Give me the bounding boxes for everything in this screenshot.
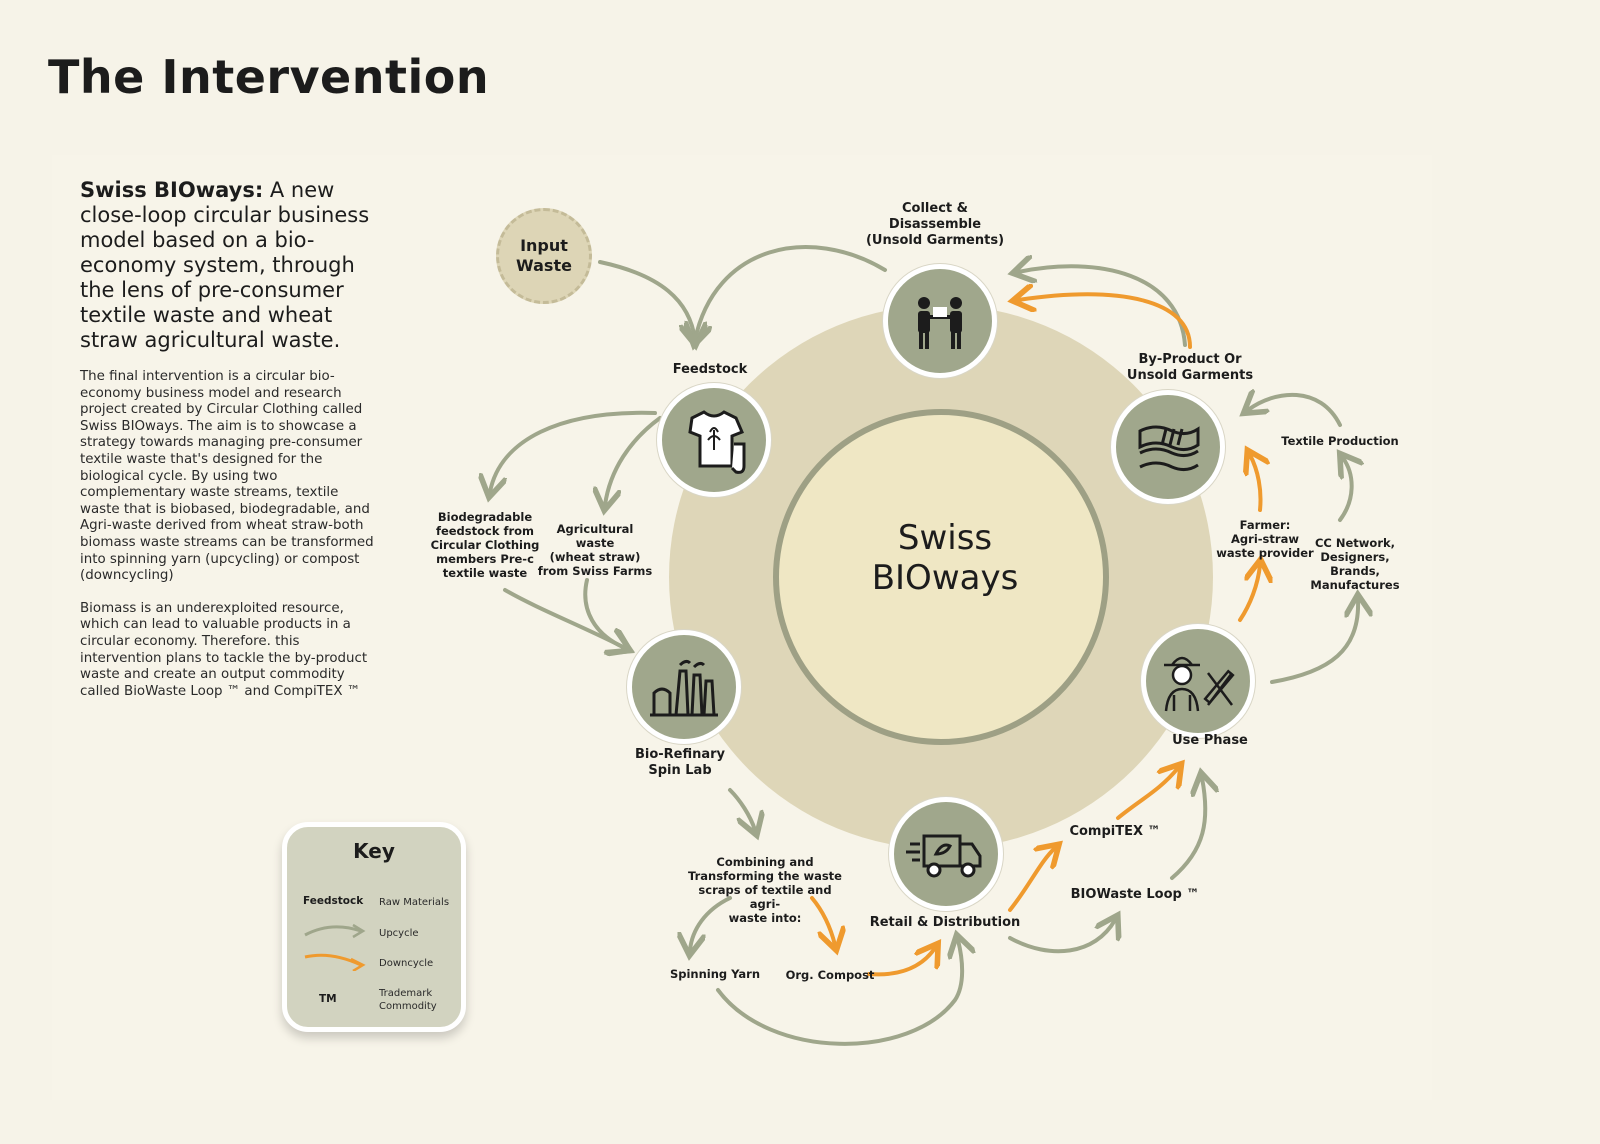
arrow-farmer-to-byproduct [1250,455,1261,512]
label-biorefinery: Bio-Refinary Spin Lab [634,747,726,778]
arrow-retail-to-biowaste [1008,920,1115,954]
arrow-combining-to-yarn [690,896,732,950]
legend-key: Key Feedstock Raw Materials Upcycle Down… [282,822,466,1032]
key-title: Key [353,839,395,863]
arrow-byproduct-to-collect-down [1018,294,1192,349]
arrow-textile-to-byproduct [1248,395,1342,427]
label-feedstock: Feedstock [672,362,748,377]
arrow-agricultural-to-biorefinery [583,578,625,648]
label-biowaste-loop: BIOWaste Loop ™ [1070,887,1200,902]
arrow-yarn-to-retail [716,940,962,1046]
label-textile-production: Textile Production [1281,434,1399,448]
label-compitex: CompiTEX ™ [1069,824,1161,839]
fabric-wheat-icon [1138,425,1200,472]
key-downcycle-arrow [304,953,366,971]
center-label: Swiss BIOways [871,518,1019,598]
intro-text: Swiss BIOways: A new close-loop circular… [80,178,380,716]
label-farmer: Farmer: Agri-straw waste provider [1216,518,1314,560]
arrow-retail-to-compitex [1008,848,1055,912]
arrow-biowaste-to-usephase [1170,778,1205,880]
garments-icon [688,410,746,474]
arrow-collect-to-feedstock [695,245,887,340]
key-desc-upcycle: Upcycle [379,928,419,939]
node-byproduct [1111,390,1225,504]
label-spinning-yarn: Spinning Yarn [669,967,761,981]
arrow-compost-to-retail [867,948,935,977]
factory-icon [650,659,718,717]
arrow-biorefinery-to-combining [728,788,755,830]
key-term-tm: TM [319,993,337,1005]
key-term-feedstock: Feedstock [303,895,364,907]
intro-lead-title: Swiss BIOways: [80,178,264,202]
arrow-combining-to-compost [810,896,835,945]
key-desc-raw-materials: Raw Materials [379,897,450,908]
input-waste-node: Input Waste [496,208,592,304]
key-desc-trademark: Trademark Commodity [379,988,437,1012]
arrow-feedstock-to-biodegradable [490,410,657,492]
label-byproduct: By-Product Or Unsold Garments [1126,352,1254,383]
node-collect [883,264,997,378]
arrow-ccnetwork-to-textile [1340,458,1352,522]
arrow-usephase-to-farmer [1238,565,1260,622]
label-org-compost: Org. Compost [785,968,875,982]
node-use-phase [1141,624,1255,738]
node-feedstock [657,383,771,497]
key-desc-downcycle: Downcycle [379,958,434,969]
page-title: The Intervention [48,50,490,104]
intro-paragraph-1: The final intervention is a circular bio… [80,369,374,584]
node-retail [889,797,1003,911]
arrow-feedstock-to-agricultural [605,416,662,505]
label-cc-network: CC Network, Designers, Brands, Manufactu… [1310,536,1400,592]
label-biodegradable: Biodegradable feedstock from Circular Cl… [430,510,540,580]
intro-lead-body: A new close-loop circular business model… [80,178,370,352]
label-agricultural: Agricultural waste (wheat straw) from Sw… [537,522,653,578]
label-collect: Collect & Disassemble (Unsold Garments) [865,201,1005,248]
label-use-phase: Use Phase [1172,733,1248,748]
key-upcycle-arrow [304,923,366,939]
inner-ring [773,409,1109,745]
farmer-designer-icon [1164,656,1235,712]
people-exchange-icon [918,297,962,349]
label-retail: Retail & Distribution [869,915,1021,930]
arrow-usephase-to-ccnetwork [1270,600,1358,684]
delivery-truck-icon [906,834,982,878]
node-biorefinery [627,630,741,744]
label-combining: Combining and Transforming the waste scr… [688,855,842,925]
intro-paragraph-2: Biomass is an underexploited resource, w… [80,600,368,699]
intro-lead: Swiss BIOways: A new close-loop circular… [80,178,380,353]
arrow-compitex-to-usephase [1116,768,1178,820]
